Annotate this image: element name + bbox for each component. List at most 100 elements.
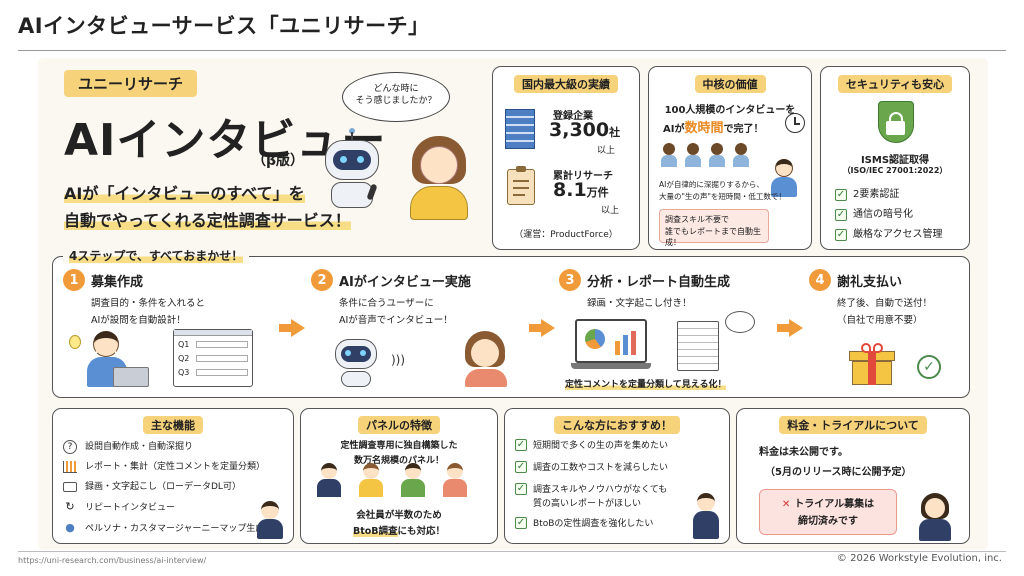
panel-heading: パネルの特徴 <box>301 414 497 434</box>
bulb-icon <box>69 335 81 349</box>
core-line-2: AIが数時間で完了！ <box>663 117 763 136</box>
core-callout: 調査スキル不要で 誰でもレポートまで自動生成！ <box>659 209 769 247</box>
question-label: Q3 <box>178 368 190 377</box>
footer-copyright: © 2026 Workstyle Evolution, inc. <box>836 553 1002 564</box>
step-desc: AIが音声でインタビュー！ <box>339 315 453 326</box>
step-desc: （自社で用意不要） <box>837 315 923 326</box>
feature-label: ペルソナ・カスタマージャーニーマップ生成 <box>85 524 265 534</box>
recommend-label: 短期間で多くの生の声を集めたい <box>533 441 669 451</box>
footer-url: https://uni-research.com/business/ai-int… <box>18 556 207 565</box>
pricing-card: 料金・トライアルについて 料金は未公開です。 （5月のリリース時に公開予定） ✕… <box>736 408 970 544</box>
panel-people-illustration <box>315 463 485 499</box>
record-heading-text: 国内最大級の実績 <box>514 75 618 93</box>
businessman-illustration <box>689 493 725 541</box>
recommend-label: BtoBの定性調査を強化したい <box>533 519 654 529</box>
step3-note-text: 定性コメントを定量分類して見える化！ <box>565 380 727 390</box>
speech-bubble: どんな時に そう感じましたか？ <box>342 72 450 122</box>
core-value-card: 中核の価値 100人規模のインタビューを AIが数時間で完了！ AIが自律的に深… <box>648 66 812 250</box>
panel-line-4: BtoB調査にも対応！ <box>301 523 497 537</box>
arrow-right-icon <box>279 319 305 337</box>
pricing-heading: 料金・トライアルについて <box>737 414 969 434</box>
step-title: AIがインタビュー実施 <box>339 274 471 290</box>
core-line-2-post: で完了！ <box>723 124 764 135</box>
robot-illustration <box>317 128 387 208</box>
core-callout-line-2: 誰でもレポートまで自動生成！ <box>665 226 761 248</box>
tagline-2-text: 自動でやってくれる定性調査サービス！ <box>64 211 351 230</box>
step-desc: 終了後、自動で送付！ <box>837 298 933 309</box>
security-item: ✓厳格なアクセス管理 <box>835 225 943 245</box>
operator-note: （運営：ProductForce） <box>514 230 618 240</box>
panel-line-1: 定性調査専用に独自構築した <box>340 441 458 451</box>
recommend-heading: こんな方におすすめ！ <box>505 414 729 434</box>
research-value: 8.1 <box>553 179 587 201</box>
beta-label: （β版） <box>252 153 305 169</box>
video-icon <box>63 481 77 492</box>
feature-item: ● ペルソナ・カスタマージャーニーマップ生成 <box>63 518 265 539</box>
check-circle-icon: ✓ <box>917 355 941 379</box>
check-icon: ✓ <box>515 439 527 451</box>
arrow-right-icon <box>777 319 803 337</box>
companies-value-row: 3,300社 <box>549 119 620 141</box>
recommend-item: ✓BtoBの定性調査を強化したい <box>515 517 668 531</box>
features-list: ? 設問自動作成・自動深掘り レポート・集計（定性コメントを定量分類） 録画・文字… <box>63 437 265 539</box>
companies-value: 3,300 <box>549 119 610 141</box>
robot-icon <box>331 333 381 387</box>
tagline-1-text: AIが「インタビューのすべて」を <box>64 184 305 203</box>
panel-heading-text: パネルの特徴 <box>358 416 440 434</box>
research-label: 累計リサーチ <box>553 171 613 182</box>
step-number: 4 <box>809 269 831 291</box>
pricing-line-1: 料金は未公開です。 <box>759 447 848 458</box>
question-icon: ? <box>63 440 77 454</box>
step-desc: AIが設問を自動設計！ <box>91 315 186 326</box>
people-group-icon <box>661 143 753 167</box>
step-title: 募集作成 <box>91 274 144 290</box>
core-heading: 中核の価値 <box>649 73 811 93</box>
document-icon <box>677 321 719 371</box>
question-row: Q1 <box>178 340 248 349</box>
security-heading-text: セキュリティも安心 <box>837 75 953 93</box>
woman-staff-illustration <box>915 493 955 541</box>
core-note-2: 大量の"生の声"を短時間・低工数で！ <box>659 192 786 201</box>
trial-closed-notice: ✕トライアル募集は 締切済みです <box>759 489 897 535</box>
steps-heading-text: 4ステップで、すべておまかせ！ <box>69 249 244 263</box>
cert-title: ISMS認証取得 <box>860 155 930 166</box>
comment-bubble-icon <box>725 311 755 333</box>
core-callout-line-1: 調査スキル不要で <box>665 215 729 224</box>
woman-icon <box>461 331 511 387</box>
record-heading: 国内最大級の実績 <box>493 73 639 93</box>
core-note-1: AIが自律的に深掘りするから、 <box>659 180 764 189</box>
panel-line-4-post: にも対応！ <box>397 526 446 537</box>
question-row: Q3 <box>178 368 248 377</box>
panel-line-4-highlight: BtoB調査 <box>352 526 398 537</box>
infographic: ユニーリサーチ AIインタビュー （β版） AIが「インタビューのすべて」を 自… <box>38 58 988 550</box>
step-desc: 録画・文字起こし付き！ <box>587 298 692 309</box>
x-mark-icon: ✕ <box>781 499 791 510</box>
feature-item: レポート・集計（定性コメントを定量分類） <box>63 457 265 477</box>
laptop-report-icon <box>571 319 651 371</box>
persona-icon: ● <box>65 521 75 534</box>
question-row: Q2 <box>178 354 248 363</box>
page-title: AIインタビューサービス「ユニリサーチ」 <box>18 14 430 38</box>
security-item: ✓ 2要素認証 <box>835 185 943 205</box>
security-item-label: 通信の暗号化 <box>853 209 913 220</box>
recommend-item: ✓ 短期間で多くの生の声を集めたい <box>515 439 668 453</box>
tagline-2: 自動でやってくれる定性調査サービス！ <box>64 207 351 231</box>
companies-label: 登録企業 <box>553 111 593 122</box>
check-icon: ✓ <box>835 229 847 241</box>
tagline-1: AIが「インタビューのすべて」を <box>64 180 305 204</box>
core-line-2-highlight: 数時間 <box>684 121 724 136</box>
feature-label: 設問自動作成・自動深掘り <box>85 442 194 452</box>
check-icon: ✓ <box>835 189 847 201</box>
security-list: ✓ 2要素認証 ✓ 通信の暗号化 ✓厳格なアクセス管理 <box>835 185 943 245</box>
security-item-label: 2要素認証 <box>853 189 900 200</box>
step-desc: 調査目的・条件を入れると <box>91 298 206 309</box>
brand-name: ユニーリサーチ <box>78 75 184 93</box>
feature-item: ? 設問自動作成・自動深掘り <box>63 437 265 457</box>
features-heading: 主な機能 <box>53 414 293 434</box>
feature-item: 録画・文字起こし（ローデータDL可） <box>63 477 265 497</box>
security-heading: セキュリティも安心 <box>821 73 969 93</box>
